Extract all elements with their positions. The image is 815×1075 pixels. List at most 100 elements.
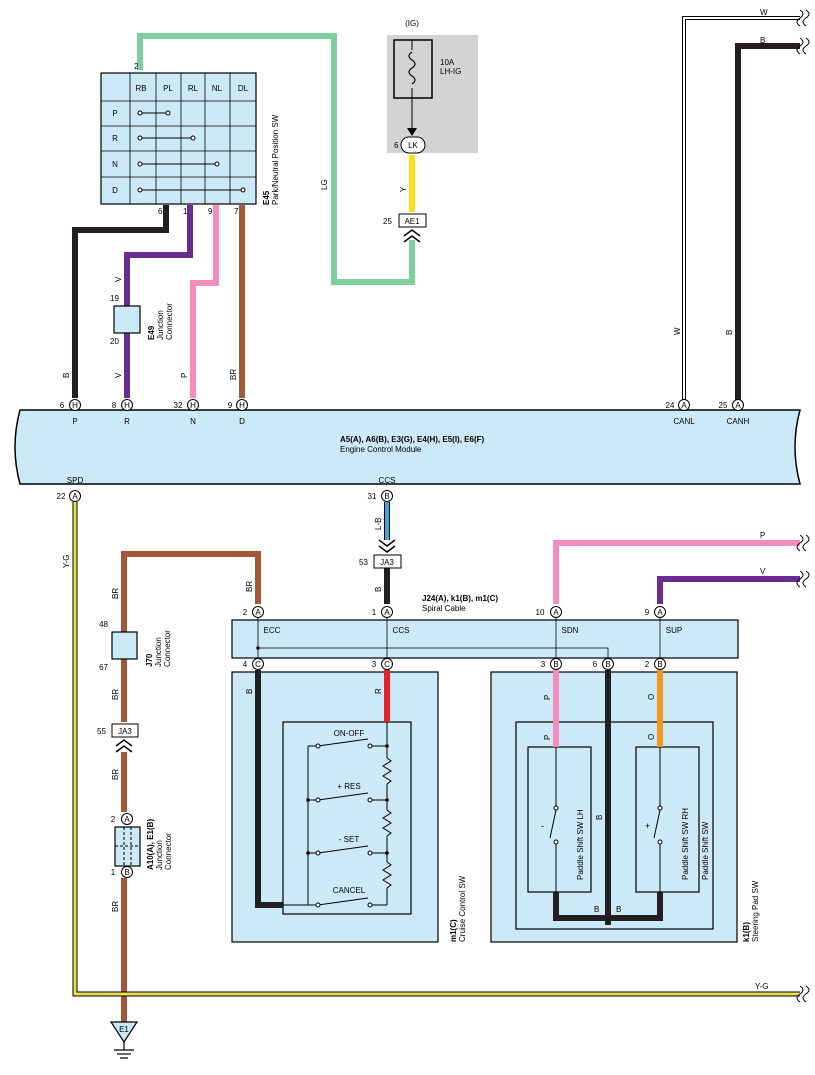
- spiral-pin-3c-num: 3: [372, 660, 377, 669]
- wire-b-canh: [735, 43, 800, 400]
- steering-pad-switch: P P O O B B B - + Paddle Shift SW LH Pad…: [490, 670, 760, 943]
- j70-line1: Junction: [154, 637, 163, 667]
- e1-pin-top-letter: A: [124, 815, 130, 824]
- spiral-name: Spiral Cable: [422, 604, 466, 613]
- ecm-pin-ccs: CCS 31 B: [368, 476, 396, 502]
- label-b-pad-right: B: [616, 905, 621, 914]
- connector-ja3-br: JA3 55: [97, 723, 139, 753]
- wire-w-canl: [682, 16, 800, 400]
- junction-e1: 2 A 1 B A10(A), E1(B) Junction Connector: [111, 813, 173, 878]
- e1-pin-bot-num: 1: [111, 868, 116, 877]
- paddle-lh-sign: -: [541, 821, 544, 831]
- wire-p-n: [190, 205, 219, 398]
- pnp-id: E45: [262, 190, 271, 205]
- spiral-terminal-sup: SUP: [666, 626, 682, 635]
- label-lb: L-B: [374, 518, 383, 530]
- label-b-ccs: B: [374, 587, 383, 592]
- steering-pad-id: k1(B): [742, 922, 751, 942]
- connector-ae1: AE1 25: [383, 213, 427, 243]
- label-p-pad-1: P: [543, 695, 552, 700]
- pnp-pin-top: 2: [134, 62, 139, 71]
- ecm-pin-32h-num: 32: [174, 401, 183, 410]
- spiral-pin-ecc: 2 A ECC: [243, 606, 281, 635]
- spiral-pin-ecc-letter: A: [255, 608, 261, 617]
- spiral-terminal-ccs: CCS: [393, 626, 410, 635]
- e49-pin-out: 20: [110, 337, 119, 346]
- pnp-pin-1: 1: [183, 207, 188, 216]
- spiral-pin-ccs-letter: A: [384, 608, 390, 617]
- label-br-ecc: BR: [245, 581, 254, 592]
- ecm-terminal-canh: CANH: [727, 417, 750, 426]
- e1-pin-top-num: 2: [111, 815, 116, 824]
- spiral-pin-3c: 3 C: [372, 658, 393, 670]
- label-br-1: BR: [111, 588, 120, 599]
- label-br-2: BR: [111, 689, 120, 700]
- ecm-terminal-ccs: CCS: [379, 476, 396, 485]
- spiral-pin-3b-letter: B: [553, 660, 558, 669]
- ecm-terminal-spd: SPD: [67, 476, 84, 485]
- ecm-terminal-p: P: [72, 417, 77, 426]
- label-lg: LG: [320, 179, 329, 190]
- spiral-pin-4c-letter: C: [255, 660, 261, 669]
- spiral-pin-ccs: 1 A CCS: [372, 606, 410, 635]
- wire-lg: [137, 33, 415, 285]
- ecm-pin-8h-letter: H: [124, 401, 130, 410]
- ja3-br-label: JA3: [118, 727, 132, 736]
- label-p-sdn: P: [760, 531, 765, 540]
- label-o-pad-2: O: [647, 734, 656, 740]
- label-br-d: BR: [229, 369, 238, 380]
- spiral-connectors: J24(A), k1(B), m1(C): [422, 594, 498, 603]
- ecm-pin-25a-letter: A: [735, 401, 741, 410]
- ecm-pin-24a-letter: A: [681, 401, 687, 410]
- e1-pin-bot-letter: B: [124, 868, 129, 877]
- label-p-pad-2: P: [543, 735, 552, 740]
- label-v-2: V: [114, 372, 123, 378]
- ecm-pin-8h: 8 H R: [112, 399, 133, 426]
- cruise-control-switch: B R: [231, 670, 467, 943]
- label-br-4: BR: [111, 901, 120, 912]
- pnp-row-n: N: [112, 160, 118, 169]
- pnp-row-r: R: [112, 134, 118, 143]
- ecm-pin-ccs-letter: B: [384, 492, 389, 501]
- ecm-pin-32h: 32 H N: [174, 399, 199, 426]
- ecm-pin-9h-letter: H: [239, 401, 245, 410]
- label-b-top: B: [760, 36, 765, 45]
- spiral-pin-sup-letter: A: [657, 608, 663, 617]
- pnp-col-pl: PL: [163, 84, 173, 93]
- ecm-name: Engine Control Module: [340, 445, 422, 454]
- cruise-id: m1(C): [449, 919, 458, 942]
- ground-e1: E1: [109, 1021, 139, 1059]
- j70-line2: Connector: [163, 630, 172, 667]
- switch-res: + RES: [337, 782, 360, 791]
- paddle-rh-sign: +: [645, 821, 650, 831]
- ecm-terminal-n: N: [190, 417, 196, 426]
- fuse-pin: 6: [394, 141, 399, 150]
- ae1-label: AE1: [404, 217, 420, 226]
- park-neutral-switch: RB PL RL NL DL P R N D 2 6 1 9 7 E45 Par…: [100, 62, 280, 216]
- ground-label: E1: [119, 1025, 129, 1034]
- switch-cancel: CANCEL: [333, 886, 366, 895]
- e1-line1: Junction: [155, 840, 164, 870]
- spiral-terminal-sdn: SDN: [562, 626, 579, 635]
- spiral-pin-6b-letter: B: [605, 660, 610, 669]
- ecm-pin-9h: 9 H D: [228, 399, 248, 426]
- wire-labels-upper: W B LG Y W B V B V P BR: [62, 8, 768, 380]
- wire-break-marks: [796, 9, 810, 1003]
- spiral-pin-2b: 2 B: [645, 658, 666, 670]
- fuse-rating: 10A: [440, 58, 455, 67]
- spiral-pin-sdn-num: 10: [536, 608, 545, 617]
- spiral-pin-sdn-letter: A: [553, 608, 559, 617]
- e1-line2: Connector: [164, 833, 173, 870]
- switch-set: - SET: [339, 835, 360, 844]
- label-b-cruise: B: [245, 689, 254, 694]
- label-w-canl: W: [673, 327, 682, 335]
- wire-v-r: [124, 205, 193, 306]
- ja3-br-pin: 55: [97, 727, 106, 736]
- ecm-pin-spd-letter: A: [72, 492, 78, 501]
- wire-labels-lower: Y-G L-B B BR BR BR BR BR P V Y-G: [62, 518, 769, 991]
- fuse-block: (IG) 10A LH-IG LK 6: [387, 19, 478, 154]
- junction-j70: 48 67 J70 Junction Connector: [99, 620, 172, 672]
- ecm-connectors: A5(A), A6(B), E3(G), E4(H), E5(I), E6(F): [340, 435, 484, 444]
- ja3-ccs-label: JA3: [380, 558, 394, 567]
- pnp-row-d: D: [112, 186, 118, 195]
